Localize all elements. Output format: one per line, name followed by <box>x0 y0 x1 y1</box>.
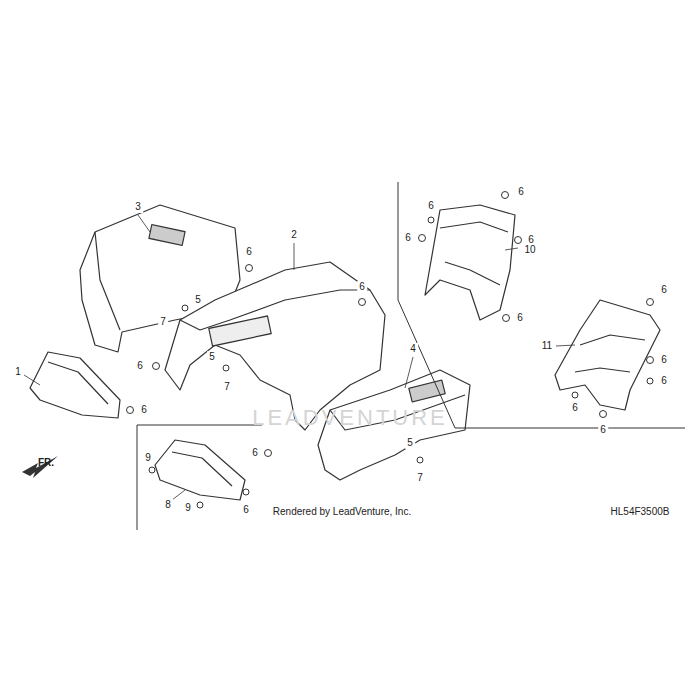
inner-fender-edge <box>575 335 645 372</box>
callout-number: 6 <box>659 284 669 296</box>
callout-number: 7 <box>222 381 232 393</box>
front-arrow <box>22 456 58 478</box>
callout-number: 7 <box>415 472 425 484</box>
callout-number: 3 <box>133 201 143 213</box>
fastener <box>515 237 522 244</box>
callout-number: 5 <box>193 294 203 306</box>
fastener <box>600 411 607 418</box>
fastener <box>428 217 434 223</box>
leader-line <box>556 345 575 346</box>
drawing-code: HL54F3500B <box>609 506 672 518</box>
group-frame <box>137 425 262 530</box>
fender-pad <box>149 225 185 246</box>
inner-fender <box>555 300 660 410</box>
inner-fender <box>425 205 515 320</box>
callout-number: 7 <box>158 316 168 328</box>
fastener <box>503 315 510 322</box>
leader-line <box>405 357 413 388</box>
fastener <box>647 357 654 364</box>
fastener <box>647 299 654 306</box>
callout-number: 6 <box>570 402 580 414</box>
leader-line <box>505 248 518 250</box>
callout-number: 6 <box>403 232 413 244</box>
fastener <box>246 265 253 272</box>
callout-number: 1 <box>13 366 23 378</box>
fastener <box>419 235 426 242</box>
fender-edge <box>180 290 370 330</box>
fastener <box>149 467 155 473</box>
render-credit: Rendered by LeadVenture, Inc. <box>271 506 413 518</box>
callout-number: 10 <box>522 244 537 256</box>
callout-number: 5 <box>405 437 415 449</box>
fender-recess <box>209 316 271 346</box>
callout-number: 6 <box>516 186 526 198</box>
group-frame <box>398 182 685 428</box>
fastener <box>359 299 366 306</box>
fastener <box>153 363 160 370</box>
fastener <box>417 457 423 463</box>
fastener <box>647 378 653 384</box>
fastener <box>265 450 272 457</box>
callout-number: 4 <box>408 343 418 355</box>
callout-number: 9 <box>143 452 153 464</box>
fastener <box>223 365 229 371</box>
bracket-edge <box>172 452 232 486</box>
inner-fender-edge <box>440 222 508 285</box>
bracket-edge <box>48 362 108 404</box>
fender-bracket <box>155 440 245 500</box>
callout-number: 6 <box>515 312 525 324</box>
callout-number: 6 <box>241 504 251 516</box>
callout-number: 6 <box>598 424 608 436</box>
callout-number: 6 <box>250 447 260 459</box>
callout-number: 6 <box>139 404 149 416</box>
callout-number: 6 <box>659 354 669 366</box>
direction-label: FR. <box>36 457 56 469</box>
callout-number: 6 <box>244 246 254 258</box>
fastener <box>502 192 509 199</box>
callout-number: 6 <box>659 375 669 387</box>
callout-number: 2 <box>289 229 299 241</box>
callout-number: 6 <box>426 200 436 212</box>
callout-number: 6 <box>357 281 367 293</box>
fastener <box>182 305 188 311</box>
fender-edge <box>95 232 120 330</box>
callout-number: 9 <box>183 502 193 514</box>
fastener <box>243 489 249 495</box>
watermark: LEADVENTURE <box>250 406 450 430</box>
leader-line <box>138 215 150 232</box>
fastener <box>572 392 578 398</box>
fender-bracket <box>30 352 120 418</box>
fastener <box>127 407 134 414</box>
leader-line <box>24 375 40 385</box>
callout-number: 6 <box>135 360 145 372</box>
fastener <box>197 502 203 508</box>
callout-number: 5 <box>207 351 217 363</box>
callout-number: 11 <box>540 340 554 352</box>
leader-line <box>294 243 295 270</box>
fender-pad <box>409 380 445 402</box>
leader-line <box>172 490 185 500</box>
callout-number: 8 <box>163 499 173 511</box>
